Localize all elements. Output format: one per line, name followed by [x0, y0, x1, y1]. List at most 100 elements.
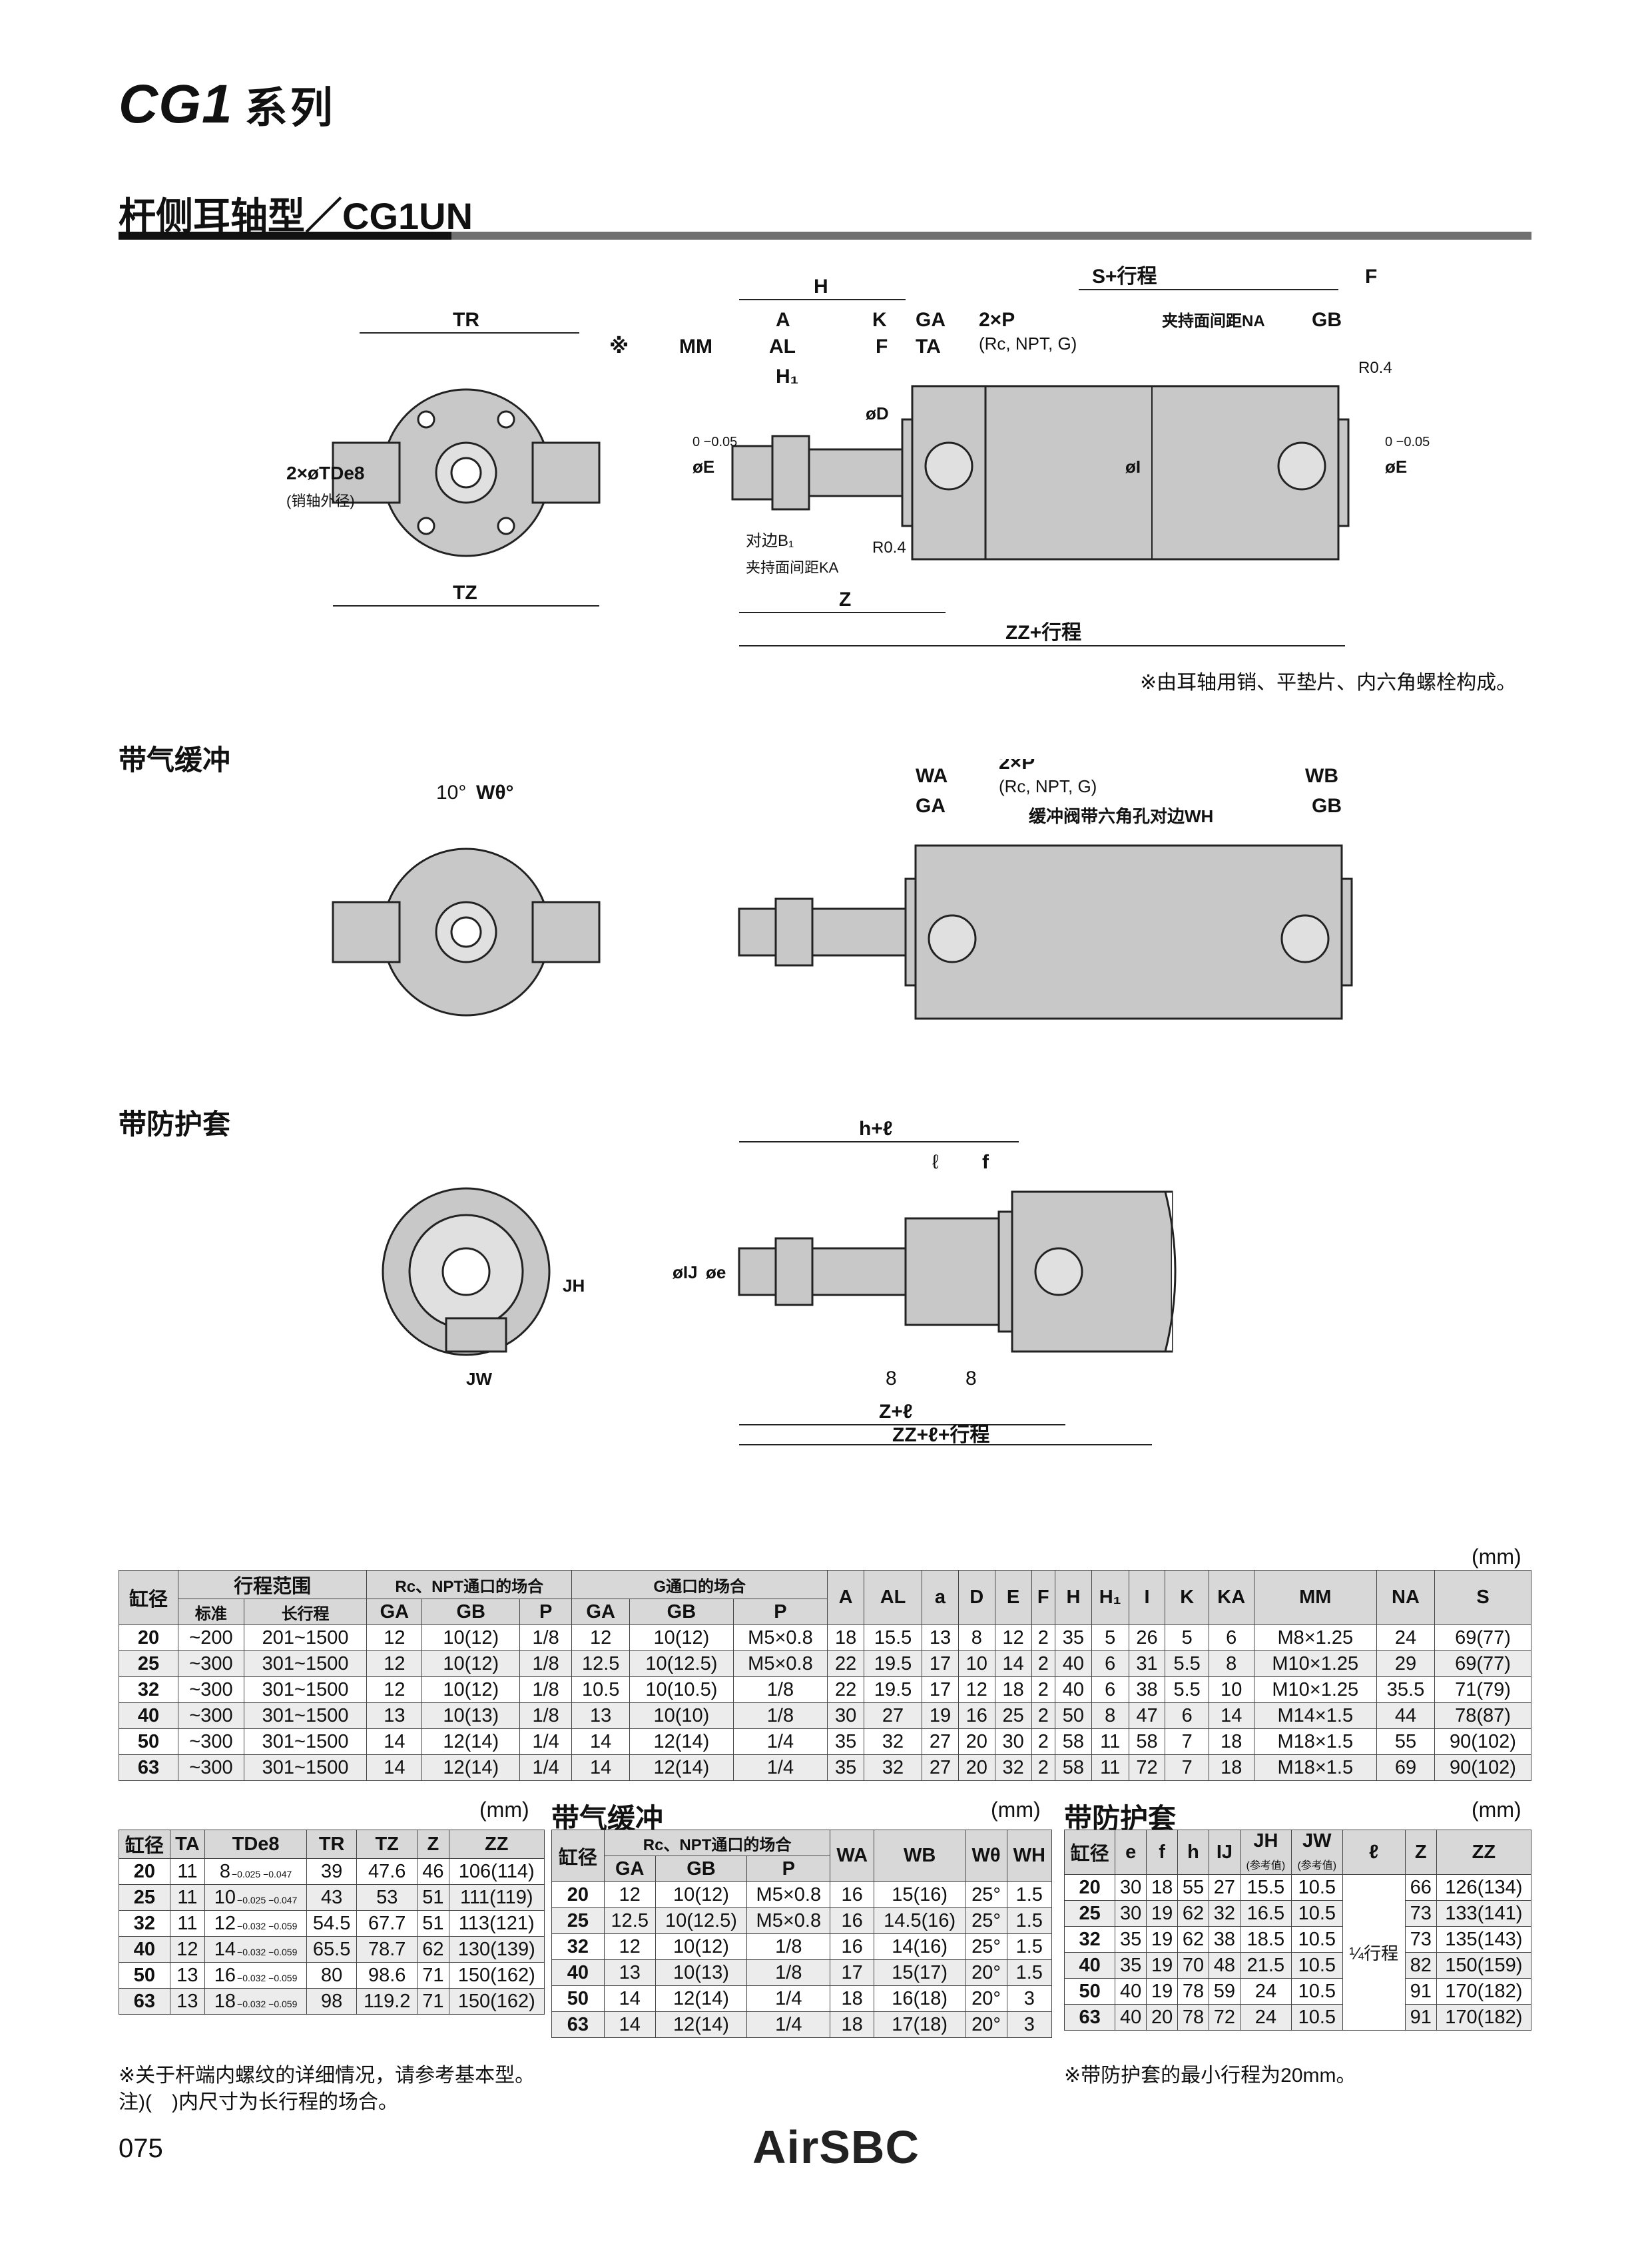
label-angle-10: 10° [436, 782, 466, 804]
main-table-cell: 18 [994, 1676, 1032, 1703]
trunnion-table-cell: 13 [169, 1962, 206, 1989]
trunnion-table-cell: 14−0.032 −0.059 [204, 1936, 308, 1963]
main-table-cell: 63 [118, 1754, 179, 1781]
main-table-cell: 40 [1055, 1676, 1092, 1703]
cushion-table-cell: 1/4 [746, 1985, 831, 2012]
boot-table-cell: 10.5 [1290, 1952, 1343, 1979]
label-angle-W: Wθ° [476, 782, 514, 804]
trunnion-table-cell: 16−0.032 −0.059 [204, 1962, 308, 1989]
trunnion-table-cell: 11 [169, 1884, 206, 1911]
boot-drawing: h+ℓ ℓ f øIJ øe JH JW 8 8 Z+ℓ ZZ+ℓ+行程 [382, 1119, 1177, 1446]
label-MM: MM [679, 336, 712, 358]
main-table-cell: 17 [922, 1676, 959, 1703]
label-GB-c: GB [1312, 795, 1342, 817]
trunnion-table-cell: 67.7 [356, 1910, 418, 1937]
boot-table-cell: 27 [1208, 1874, 1240, 1901]
cushion-table-cell: 14(16) [873, 1933, 966, 1960]
main-table-cell: 10(12) [421, 1650, 521, 1677]
boot-table-cell: 10.5 [1290, 1900, 1343, 1927]
main-table-cell: 10(12) [421, 1676, 521, 1703]
cushion-table-cell: 1.5 [1006, 1881, 1053, 1908]
trunnion-table-cell: 46 [417, 1858, 449, 1885]
boot-table-cell: 59 [1208, 1978, 1240, 2005]
main-table-cell: M10×1.25 [1253, 1650, 1378, 1677]
trunnion-table-cell: 39 [306, 1858, 358, 1885]
label-R-rod: R0.4 [872, 539, 906, 557]
boot-table-cell: 38 [1208, 1926, 1240, 1953]
trunnion-table-cell: 40 [119, 1936, 170, 1963]
main-table-cell: 6 [1091, 1650, 1129, 1677]
trunnion-table-cell: 71 [417, 1962, 449, 1989]
trunnion-table-cell: 51 [417, 1884, 449, 1911]
label-E-tol-right: 0 −0.05 [1385, 435, 1430, 449]
label-ZZl: ZZ+ℓ+行程 [892, 1424, 989, 1446]
cushion-table-cell: 3 [1006, 1985, 1053, 2012]
label-GA-c: GA [916, 795, 946, 817]
main-table-cell: 15.5 [864, 1624, 923, 1651]
trunnion-table-cell: 10−0.025 −0.047 [204, 1884, 308, 1911]
main-table-cell: 301~1500 [243, 1676, 368, 1703]
label-S: S+行程 [1092, 266, 1157, 288]
boot-table-cell: 62 [1177, 1900, 1209, 1927]
cushion-table-cell: 40 [551, 1959, 605, 1986]
main-table-cell: 38 [1128, 1676, 1166, 1703]
boot-table-cell: 19 [1146, 1952, 1179, 1979]
boot-table-cell: 32 [1208, 1900, 1240, 1927]
main-table-cell: 13 [366, 1702, 423, 1729]
main-table-cell: 11 [1091, 1754, 1129, 1781]
boot-table-cell: 78 [1177, 1978, 1209, 2005]
cushion-table-cell: 1.5 [1006, 1907, 1053, 1934]
main-table-cell: 1/4 [519, 1754, 573, 1781]
main-table-cell: 19 [922, 1702, 959, 1729]
main-table-cell: 11 [1091, 1728, 1129, 1755]
cushion-table-cell: 20° [965, 1985, 1007, 2012]
trunnion-table-cell: 65.5 [306, 1936, 358, 1963]
main-table-cell: 2 [1031, 1650, 1056, 1677]
boot-table-cell: 78 [1177, 2004, 1209, 2031]
main-table-cell: 26 [1128, 1624, 1166, 1651]
main-table-cell: 12(14) [629, 1754, 734, 1781]
main-table-cell: 32 [994, 1754, 1032, 1781]
main-table-cell: 6 [1165, 1702, 1209, 1729]
trunnion-table-cell: 62 [417, 1936, 449, 1963]
cushion-table-cell: 25° [965, 1907, 1007, 1934]
boot-table-cell: 133(141) [1436, 1900, 1532, 1927]
label-F: F [1365, 266, 1377, 288]
main-table-cell: 1/8 [519, 1624, 573, 1651]
label-ZZ: ZZ+行程 [1005, 622, 1081, 644]
cushion-table-cell: 3 [1006, 2011, 1053, 2038]
title-rule [119, 232, 1531, 240]
boot-table-cell: 10.5 [1290, 2004, 1343, 2031]
main-table-cell: 13 [922, 1624, 959, 1651]
label-TA: TA [916, 336, 941, 358]
main-table-cell: 40 [1055, 1650, 1092, 1677]
label-GB: GB [1312, 309, 1342, 331]
boot-table-cell: 82 [1404, 1952, 1437, 1979]
main-table-cell: 22 [827, 1650, 865, 1677]
main-table-cell: 25 [118, 1650, 179, 1677]
label-B1: 对边B₁ [746, 532, 794, 550]
main-table-cell: 20 [958, 1754, 995, 1781]
boot-table-cell: 126(134) [1436, 1874, 1532, 1901]
main-table-cell: 1/8 [732, 1702, 828, 1729]
label-P: 2×P [979, 309, 1015, 331]
label-8a: 8 [886, 1368, 897, 1389]
boot-table-cell: 150(159) [1436, 1952, 1532, 1979]
main-table-cell: 12(14) [421, 1728, 521, 1755]
main-table-cell: 50 [118, 1728, 179, 1755]
main-table-cell: 69 [1376, 1754, 1435, 1781]
label-F2: F [876, 336, 888, 358]
label-H: H [814, 276, 828, 298]
cushion-table-cell: 63 [551, 2011, 605, 2038]
th-bore: 缸径 [118, 1570, 179, 1625]
main-table-cell: ~200 [178, 1624, 244, 1651]
main-table-cell: 14 [366, 1754, 423, 1781]
label-f: f [982, 1151, 989, 1173]
main-table-cell: 12 [366, 1650, 423, 1677]
main-table-cell: 8 [1208, 1650, 1254, 1677]
